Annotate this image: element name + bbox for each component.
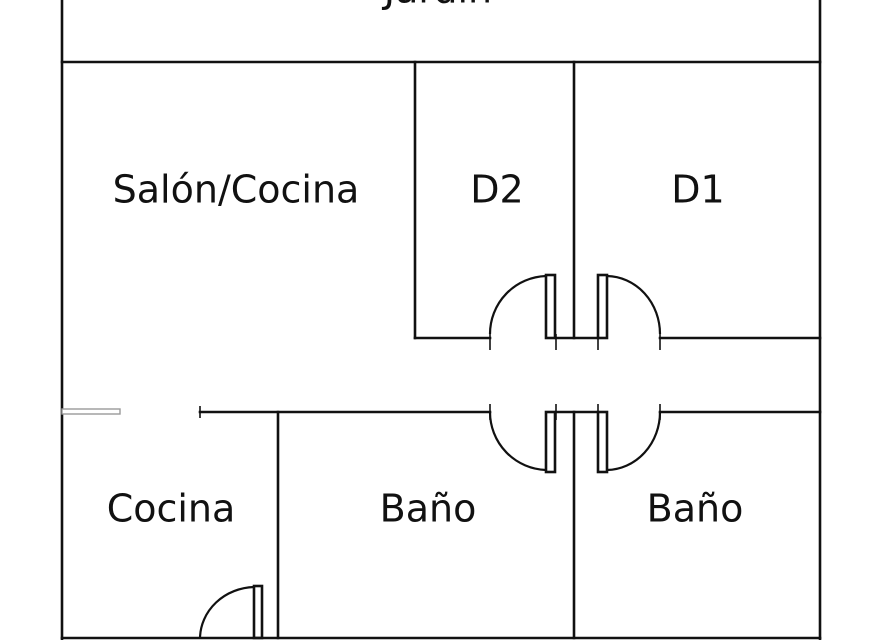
door-d1 — [596, 273, 662, 350]
room-label-jardin: Jardín — [382, 0, 492, 12]
room-label-bano-right: Baño — [647, 487, 744, 531]
door-cocina — [198, 584, 264, 640]
window-marker — [61, 408, 121, 415]
room-label-d2: D2 — [470, 168, 523, 212]
lower-room-walls — [276, 410, 576, 640]
door-bano-left — [488, 404, 557, 474]
exterior-walls — [60, 0, 822, 640]
bedroom-walls — [413, 60, 822, 340]
room-labels: Jardín Salón/Cocina D2 D1 Cocina Baño Ba… — [107, 0, 744, 531]
corridor-walls — [198, 406, 822, 418]
room-label-d1: D1 — [671, 168, 724, 212]
room-label-cocina: Cocina — [107, 487, 236, 531]
room-label-bano-left: Baño — [380, 487, 477, 531]
door-d2 — [488, 273, 557, 350]
room-label-salon-cocina: Salón/Cocina — [113, 168, 360, 212]
door-bano-right — [596, 404, 662, 474]
